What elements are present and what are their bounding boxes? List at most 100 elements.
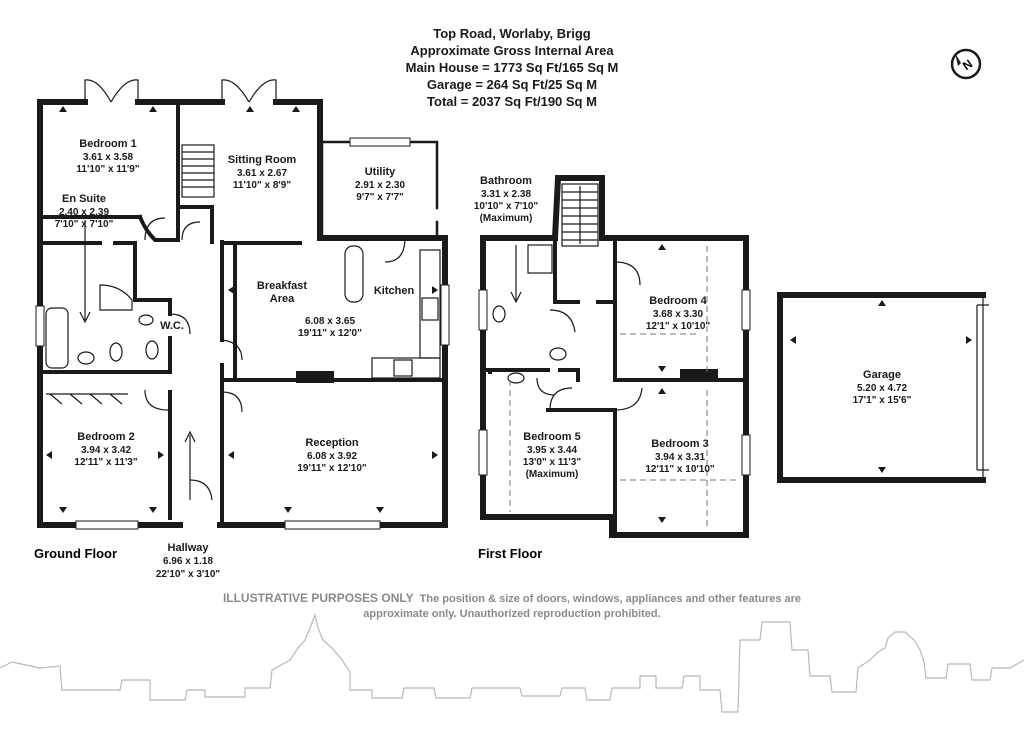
first-outer-walls	[480, 175, 749, 538]
bedroom4-window	[741, 289, 751, 331]
bedroom2-metric: 3.94 x 3.42	[81, 445, 131, 456]
bedroom1-name: Bedroom 1	[79, 138, 136, 150]
reception-imperial: 19'11" x 12'10"	[297, 463, 367, 474]
bedroom5-metric: 3.95 x 3.44	[527, 445, 577, 456]
hallway-arrow-icon	[184, 430, 196, 500]
bedroom2-name: Bedroom 2	[77, 431, 134, 443]
reception-window	[284, 520, 381, 530]
disclaimer-line-2: approximate only. Unauthorized reproduct…	[363, 608, 660, 620]
bedroom1-french-door	[84, 79, 139, 103]
garage-name: Garage	[863, 369, 901, 381]
hob-icon	[393, 359, 413, 377]
disclaimer-text-1: The position & size of doors, windows, a…	[420, 593, 801, 605]
bedroom5-name: Bedroom 5	[523, 431, 580, 443]
reception-metric: 6.08 x 3.92	[307, 451, 357, 462]
breakfast-imperial: 19'11" x 12'0"	[298, 328, 362, 339]
utility-name: Utility	[365, 166, 396, 178]
header-area-title: Approximate Gross Internal Area	[410, 43, 614, 58]
first-floor-labels: Bathroom 3.31 x 2.38 10'10" x 7'10" (Max…	[474, 175, 715, 480]
ground-floor-plan	[35, 79, 450, 530]
kitchen-counter	[371, 357, 441, 379]
first-shower-icon	[527, 244, 553, 274]
sitting-metric: 3.61 x 2.67	[237, 168, 287, 179]
header-address: Top Road, Worlaby, Brigg	[433, 26, 591, 41]
ground-floor-title: Ground Floor	[34, 546, 117, 561]
dimension-markers	[46, 106, 972, 523]
wc-toilet-icon	[145, 340, 159, 360]
ensuite-name: En Suite	[62, 193, 106, 205]
ground-floor-labels: Bedroom 1 3.61 x 3.58 11'10" x 11'9" En …	[55, 138, 415, 580]
garage-plan: Garage 5.20 x 4.72 17'1" x 15'6"	[777, 292, 989, 483]
breakfast-bar	[344, 245, 364, 303]
bedroom3-metric: 3.94 x 3.31	[655, 452, 705, 463]
kitchen-side-counter	[419, 249, 441, 359]
ground-internal-walls	[40, 100, 447, 527]
bedroom4-name: Bedroom 4	[649, 295, 707, 307]
hallway-name: Hallway	[168, 542, 210, 554]
ground-chimney	[296, 371, 334, 383]
sitting-french-door	[221, 79, 277, 103]
bedroom1-imperial: 11'10" x 11'9"	[76, 164, 139, 175]
bedroom2-window	[75, 520, 139, 530]
breakfast-metric: 6.08 x 3.65	[305, 316, 355, 327]
first-eaves-lines	[509, 246, 740, 528]
bathroom-name: Bathroom	[480, 175, 532, 187]
kitchen-name: Kitchen	[374, 285, 415, 297]
wc-basin-icon	[138, 314, 154, 326]
ground-stairs-icon	[181, 144, 215, 198]
garage-imperial: 17'1" x 15'6"	[853, 395, 912, 406]
first-floor-title: First Floor	[478, 546, 542, 561]
bedroom5-basin-icon	[507, 372, 525, 384]
ensuite-imperial: 7'10" x 7'10"	[55, 219, 114, 230]
hallway-metric: 6.96 x 1.18	[163, 556, 213, 567]
first-basin-icon	[492, 305, 506, 323]
first-internal-walls	[481, 236, 748, 537]
bedroom5-imperial: 13'0" x 11'3"	[523, 457, 581, 468]
sitting-name: Sitting Room	[228, 154, 297, 166]
first-stairs-icon	[561, 183, 599, 247]
bathroom-window	[478, 289, 488, 331]
utility-window	[349, 137, 411, 147]
header-garage: Garage = 264 Sq Ft/25 Sq M	[427, 77, 597, 92]
header-main-house: Main House = 1773 Sq Ft/165 Sq M	[406, 60, 619, 75]
shower-icon	[99, 284, 133, 311]
first-door-swings	[536, 261, 643, 411]
wc-name: W.C.	[160, 320, 184, 332]
first-floor-plan	[478, 175, 751, 538]
bathroom-note: (Maximum)	[480, 213, 533, 224]
garage-metric: 5.20 x 4.72	[857, 383, 907, 394]
ensuite-metric: 2.40 x 2.39	[59, 207, 109, 218]
skyline-illustration	[0, 612, 1024, 713]
first-toilet-icon	[549, 347, 567, 361]
bedroom3-window	[741, 434, 751, 476]
breakfast-name-2: Area	[270, 293, 295, 305]
wardrobe-icon	[46, 393, 128, 405]
kitchen-window	[440, 284, 450, 346]
ensuite-toilet-icon	[109, 342, 123, 362]
sitting-imperial: 11'10" x 8'9"	[233, 180, 291, 191]
garage-door-icon	[976, 295, 989, 480]
ground-door-swings	[144, 217, 406, 501]
header-total: Total = 2037 Sq Ft/190 Sq M	[427, 94, 597, 109]
utility-imperial: 9'7" x 7'7"	[356, 192, 404, 203]
bath-icon	[45, 307, 69, 369]
bedroom4-imperial: 12'1" x 10'10"	[646, 321, 711, 332]
garage-walls	[777, 292, 986, 483]
bedroom5-note: (Maximum)	[526, 469, 579, 480]
ensuite-arrow-icon	[79, 220, 91, 324]
ensuite-window	[35, 305, 45, 347]
breakfast-name: Breakfast	[257, 280, 307, 292]
bathroom-metric: 3.31 x 2.38	[481, 189, 531, 200]
bedroom5-window	[478, 429, 488, 476]
utility-metric: 2.91 x 2.30	[355, 180, 405, 191]
sink-icon	[421, 297, 439, 321]
reception-name: Reception	[305, 437, 358, 449]
first-chimney	[680, 369, 718, 381]
bedroom3-name: Bedroom 3	[651, 438, 708, 450]
basin-icon	[77, 351, 95, 365]
plan-header: Top Road, Worlaby, Brigg Approximate Gro…	[406, 26, 619, 109]
